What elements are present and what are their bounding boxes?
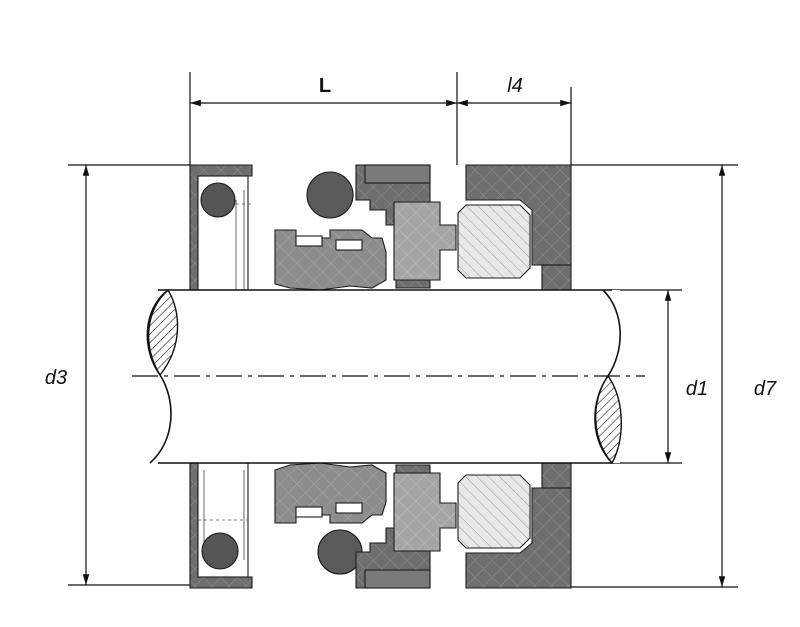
label-d7: d7: [754, 378, 777, 400]
bellows-slot-bottom-1: [295, 506, 323, 518]
bellows-slot-top-1: [295, 235, 323, 247]
label-L: L: [319, 75, 331, 97]
shaft-break-left-hatch: [148, 288, 179, 377]
stationary-seat-bottom: [457, 474, 531, 549]
oring-bellows-top: [306, 171, 354, 219]
face-carrier-bottom: [393, 472, 457, 552]
oring-retainer-bottom: [201, 532, 239, 570]
oring-bellows-bottom: [317, 529, 363, 575]
seat-housing-bottom: [465, 487, 572, 589]
seal-bottom-half: [189, 462, 572, 589]
bellows-slot-bottom-2: [335, 502, 363, 514]
bellows-bottom: [274, 462, 387, 524]
stationary-seat-top: [457, 204, 531, 279]
label-d1: d1: [686, 378, 708, 400]
seal-top-half: [189, 164, 572, 291]
label-l4: l4: [507, 75, 523, 97]
oring-retainer-top: [200, 182, 236, 218]
shaft-break-right-hatch: [594, 374, 622, 465]
dimension-labels: L l4 d3 d1 d7: [45, 75, 777, 400]
bellows-slot-top-2: [335, 239, 363, 251]
label-d3: d3: [45, 367, 67, 389]
face-carrier-top: [393, 201, 457, 281]
bellows-top: [274, 229, 387, 291]
seat-housing-foot-top: [541, 264, 572, 291]
shaft: [132, 288, 645, 465]
seat-housing-top: [465, 164, 572, 266]
housing-lip-bottom: [364, 569, 431, 589]
dimension-lines: [68, 72, 738, 588]
housing-lip-top: [364, 164, 431, 184]
seat-housing-foot-bottom: [541, 462, 572, 489]
